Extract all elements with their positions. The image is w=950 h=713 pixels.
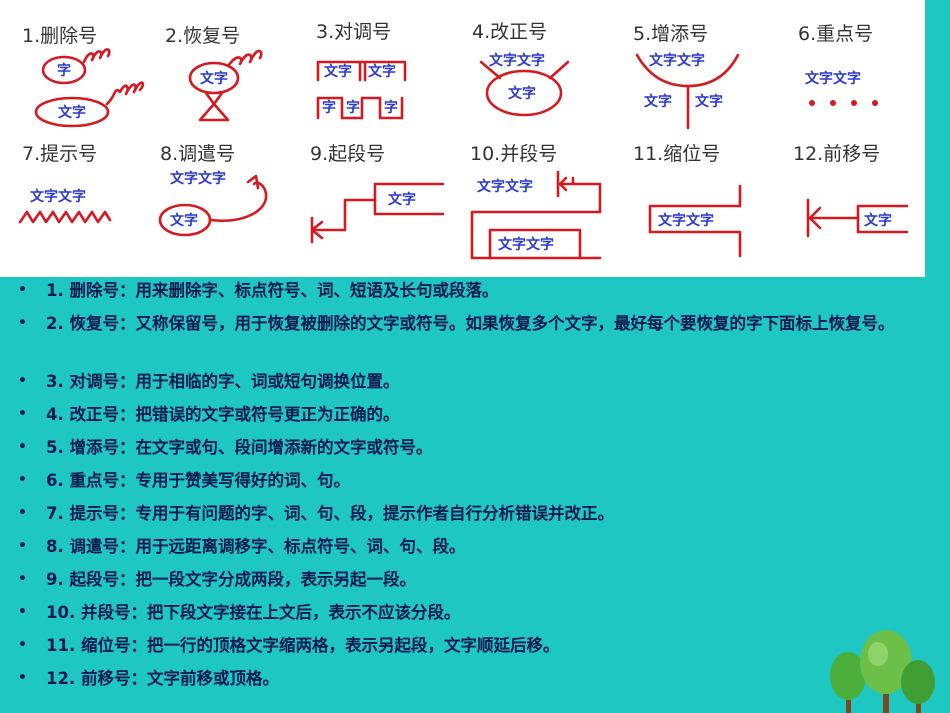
item-text: 8. 调遣号：用于远距离调移字、标点符号、词、句、段。 xyxy=(46,537,466,556)
label-correct: 4.改正号 xyxy=(472,21,547,43)
bullet-icon: • xyxy=(18,406,27,422)
item-text: 11. 缩位号：把一行的顶格文字缩两格，表示另起段，文字顺延后移。 xyxy=(46,636,560,655)
bullet-icon: • xyxy=(18,282,27,298)
bullet-icon: • xyxy=(18,373,27,389)
insert-word-right: 文字 xyxy=(695,93,723,110)
move-forward-mark: 文字 xyxy=(806,198,909,238)
bullet-icon: • xyxy=(18,604,27,620)
list-item: • 3. 对调号：用于相临的字、词或短句调换位置。 xyxy=(18,369,943,402)
list-item: • 9. 起段号：把一段文字分成两段，表示另起一段。 xyxy=(18,567,943,600)
item-text: 5. 增添号：在文字或句、段间增添新的文字或符号。 xyxy=(46,438,433,457)
label-indent: 11.缩位号 xyxy=(633,143,720,165)
label-move-forward: 12.前移号 xyxy=(793,143,880,165)
label-move: 8.调遣号 xyxy=(160,143,235,165)
merge-word-top: 文字文字 xyxy=(477,178,533,195)
item-text: 4. 改正号：把错误的文字或符号更正为正确的。 xyxy=(46,405,400,424)
move-mark: 文字文字 文字 xyxy=(158,170,268,237)
label-swap: 3.对调号 xyxy=(316,21,391,43)
delete-mark: 字 文字 xyxy=(34,48,145,128)
indent-word: 文字文字 xyxy=(658,212,714,229)
proofreading-marks-figure: 1.删除号 2.恢复号 3.对调号 4.改正号 5.增添号 6.重点号 7.提示… xyxy=(0,0,925,277)
swap-char-3: 字 xyxy=(384,99,398,116)
insert-mark: 文字文字 文字 文字 xyxy=(635,52,740,130)
correct-word: 文字 xyxy=(508,85,536,102)
item-text: 12. 前移号：文字前移或顶格。 xyxy=(46,669,279,688)
swap-word-1: 文字 xyxy=(324,63,352,80)
emphasis-mark: 文字文字 xyxy=(805,70,878,106)
bullet-icon: • xyxy=(18,538,27,554)
item-text: 7. 提示号：专用于有问题的字、词、句、段，提示作者自行分析错误并改正。 xyxy=(46,504,614,523)
move-word-top: 文字文字 xyxy=(170,170,226,187)
item-text: 9. 起段号：把一段文字分成两段，表示另起一段。 xyxy=(46,570,416,589)
bullet-icon: • xyxy=(18,315,27,331)
item-text: 2. 恢复号：又称保留号，用于恢复被删除的文字或符号。如果恢复多个文字，最好每个… xyxy=(46,314,895,333)
label-emphasis: 6.重点号 xyxy=(798,23,873,45)
merge-paragraph-mark: 文字文字 文字文字 xyxy=(470,170,602,260)
list-item: • 5. 增添号：在文字或句、段间增添新的文字或符号。 xyxy=(18,435,943,468)
label-delete: 1.删除号 xyxy=(22,25,97,47)
item-text: 10. 并段号：把下段文字接在上文后，表示不应该分段。 xyxy=(46,603,461,622)
list-item: • 6. 重点号：专用于赞美写得好的词、句。 xyxy=(18,468,943,501)
new-paragraph-word: 文字 xyxy=(388,191,416,208)
delete-char: 字 xyxy=(57,62,71,79)
restore-mark: 文字 xyxy=(188,49,263,122)
hint-mark: 文字文字 xyxy=(18,188,112,224)
merge-word-bottom: 文字文字 xyxy=(498,236,554,253)
list-item: • 4. 改正号：把错误的文字或符号更正为正确的。 xyxy=(18,402,943,435)
marks-illustration: 1.删除号 2.恢复号 3.对调号 4.改正号 5.增添号 6.重点号 7.提示… xyxy=(18,21,909,260)
swap-char-2: 字 xyxy=(346,99,360,116)
label-new-paragraph: 9.起段号 xyxy=(310,143,385,165)
correct-mark: 文字文字 文字 xyxy=(479,52,570,117)
list-item: • 7. 提示号：专用于有问题的字、词、句、段，提示作者自行分析错误并改正。 xyxy=(18,501,943,534)
swap-word-2: 文字 xyxy=(368,63,396,80)
list-item: • 10. 并段号：把下段文字接在上文后，表示不应该分段。 xyxy=(18,600,943,633)
insert-word-left: 文字 xyxy=(644,93,672,110)
bullet-icon: • xyxy=(18,670,27,686)
label-hint: 7.提示号 xyxy=(22,143,97,165)
list-item: • 2. 恢复号：又称保留号，用于恢复被删除的文字或符号。如果恢复多个文字，最好每… xyxy=(18,311,943,369)
insert-word-top: 文字文字 xyxy=(649,52,705,69)
item-text: 3. 对调号：用于相临的字、词或短句调换位置。 xyxy=(46,372,400,391)
trees-decoration xyxy=(830,630,935,713)
label-restore: 2.恢复号 xyxy=(165,25,240,47)
item-text: 1. 删除号：用来删除字、标点符号、词、短语及长句或段落。 xyxy=(46,281,499,300)
move-word: 文字 xyxy=(170,212,198,229)
restore-word: 文字 xyxy=(200,70,228,87)
new-paragraph-mark: 文字 xyxy=(310,182,445,244)
label-insert: 5.增添号 xyxy=(633,23,708,45)
bullet-icon: • xyxy=(18,571,27,587)
description-list: • 1. 删除号：用来删除字、标点符号、词、短语及长句或段落。 • 2. 恢复号：又… xyxy=(18,278,943,699)
swap-mark: 文字 文字 字 字 字 xyxy=(316,60,407,120)
hint-word: 文字文字 xyxy=(30,188,86,205)
correct-word-top: 文字文字 xyxy=(489,52,545,69)
list-item: • 8. 调遣号：用于远距离调移字、标点符号、词、句、段。 xyxy=(18,534,943,567)
item-text: 6. 重点号：专用于赞美写得好的词、句。 xyxy=(46,471,350,490)
bullet-icon: • xyxy=(18,505,27,521)
bullet-icon: • xyxy=(18,472,27,488)
bullet-icon: • xyxy=(18,439,27,455)
indent-mark: 文字文字 xyxy=(648,184,742,258)
bullet-icon: • xyxy=(18,637,27,653)
delete-word: 文字 xyxy=(58,104,86,121)
list-item: • 12. 前移号：文字前移或顶格。 xyxy=(18,666,943,699)
list-item: • 1. 删除号：用来删除字、标点符号、词、短语及长句或段落。 xyxy=(18,278,943,311)
move-forward-word: 文字 xyxy=(864,212,892,229)
swap-char-1: 字 xyxy=(322,99,336,116)
label-merge-paragraph: 10.并段号 xyxy=(470,143,557,165)
emphasis-word: 文字文字 xyxy=(805,70,861,87)
list-item: • 11. 缩位号：把一行的顶格文字缩两格，表示另起段，文字顺延后移。 xyxy=(18,633,943,666)
